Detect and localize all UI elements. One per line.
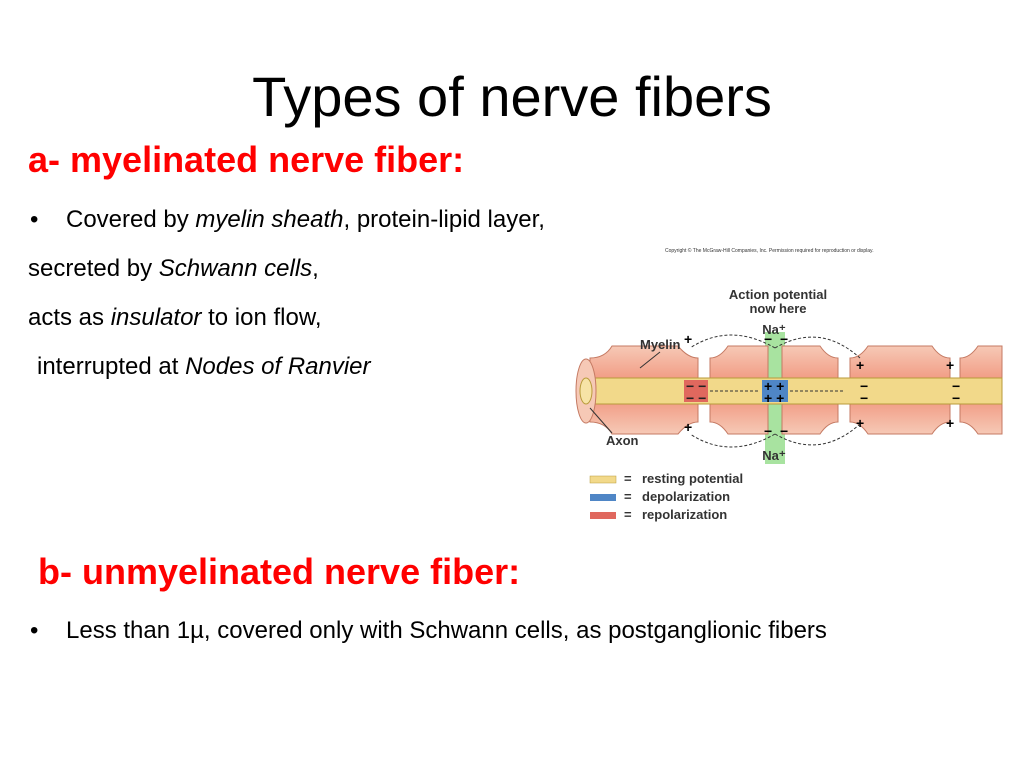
bullet-b: • [30, 617, 39, 644]
line-acts-as: acts as insulator to ion flow, [28, 303, 322, 333]
text-insulator: insulator [110, 304, 202, 331]
text-plain: acts as [28, 304, 111, 331]
text-plain: secreted by [28, 255, 159, 282]
svg-text:+: + [946, 415, 954, 431]
text-plain: , protein-lipid layer, [343, 206, 545, 233]
label-myelin: Myelin [640, 337, 681, 352]
text-myelin-sheath: myelin sheath [195, 206, 344, 233]
svg-text:− −: − − [686, 390, 706, 406]
text-schwann-cells: Schwann cells [158, 255, 313, 282]
svg-text:−: − [780, 331, 788, 347]
svg-text:− −: − − [686, 378, 706, 394]
axon-leader-line [589, 407, 613, 434]
legend-eq: = [624, 489, 632, 504]
svg-text:+ +: + + [764, 378, 784, 394]
legend-swatch-resting [589, 475, 617, 484]
repolarization-zone [684, 380, 708, 402]
heading-myelinated: a- myelinated nerve fiber: [28, 139, 465, 180]
myelin-leader-line [639, 351, 661, 369]
text-nodes-of-ranvier: Nodes of Ranvier [185, 353, 371, 380]
legend-eq: = [624, 471, 632, 486]
membrane-charges: + + + + − − − − −− −− ++ −− −− ++ ++ [684, 331, 960, 439]
text-unmyelinated: Less than 1µ, covered only with Schwann … [66, 617, 827, 644]
svg-text:−: − [764, 423, 772, 439]
text-plain: Covered by [66, 206, 196, 233]
myelinated-fiber-diagram: Copyright © The McGraw-Hill Companies, I… [575, 247, 1003, 522]
slide-title: Types of nerve fibers [252, 65, 772, 128]
text-plain: to ion flow, [201, 304, 322, 331]
label-now-here: now here [749, 301, 806, 316]
axon-cross-section [579, 377, 593, 405]
legend-label-depolarization: depolarization [642, 489, 730, 504]
line-secreted-by: secreted by Schwann cells, [28, 254, 319, 284]
svg-text:+: + [856, 415, 864, 431]
svg-text:+: + [946, 357, 954, 373]
svg-text:−: − [780, 423, 788, 439]
heading-unmyelinated: b- unmyelinated nerve fiber: [38, 551, 521, 592]
label-na-bottom: Na⁺ [762, 448, 786, 463]
legend: = resting potential = depolarization = r… [589, 471, 743, 522]
svg-text:+: + [856, 357, 864, 373]
svg-text:+: + [684, 331, 692, 347]
text-plain: , [312, 255, 319, 282]
label-axon: Axon [606, 433, 639, 448]
label-na-top: Na⁺ [762, 322, 786, 337]
legend-swatch-depolarization [590, 494, 616, 501]
svg-text:−: − [764, 331, 772, 347]
line-interrupted-at: interrupted at Nodes of Ranvier [37, 352, 371, 382]
legend-swatch-repolarization [590, 512, 616, 519]
bullet-a: • [30, 206, 39, 233]
legend-label-repolarization: repolarization [642, 507, 727, 522]
svg-text:−: − [952, 378, 960, 394]
svg-text:+: + [684, 419, 692, 435]
current-flow-arrows [689, 334, 861, 448]
line-covered-by: Covered by myelin sheath, protein-lipid … [66, 205, 545, 235]
legend-eq: = [624, 507, 632, 522]
svg-text:−: − [952, 390, 960, 406]
svg-text:−: − [860, 378, 868, 394]
copyright-notice: Copyright © The McGraw-Hill Companies, I… [665, 247, 874, 254]
depolarization-zone [762, 380, 788, 402]
svg-text:−: − [860, 390, 868, 406]
legend-label-resting: resting potential [642, 471, 743, 486]
label-action-potential: Action potential [729, 287, 827, 302]
svg-text:+ +: + + [764, 390, 784, 406]
text-plain: interrupted at [37, 353, 186, 380]
